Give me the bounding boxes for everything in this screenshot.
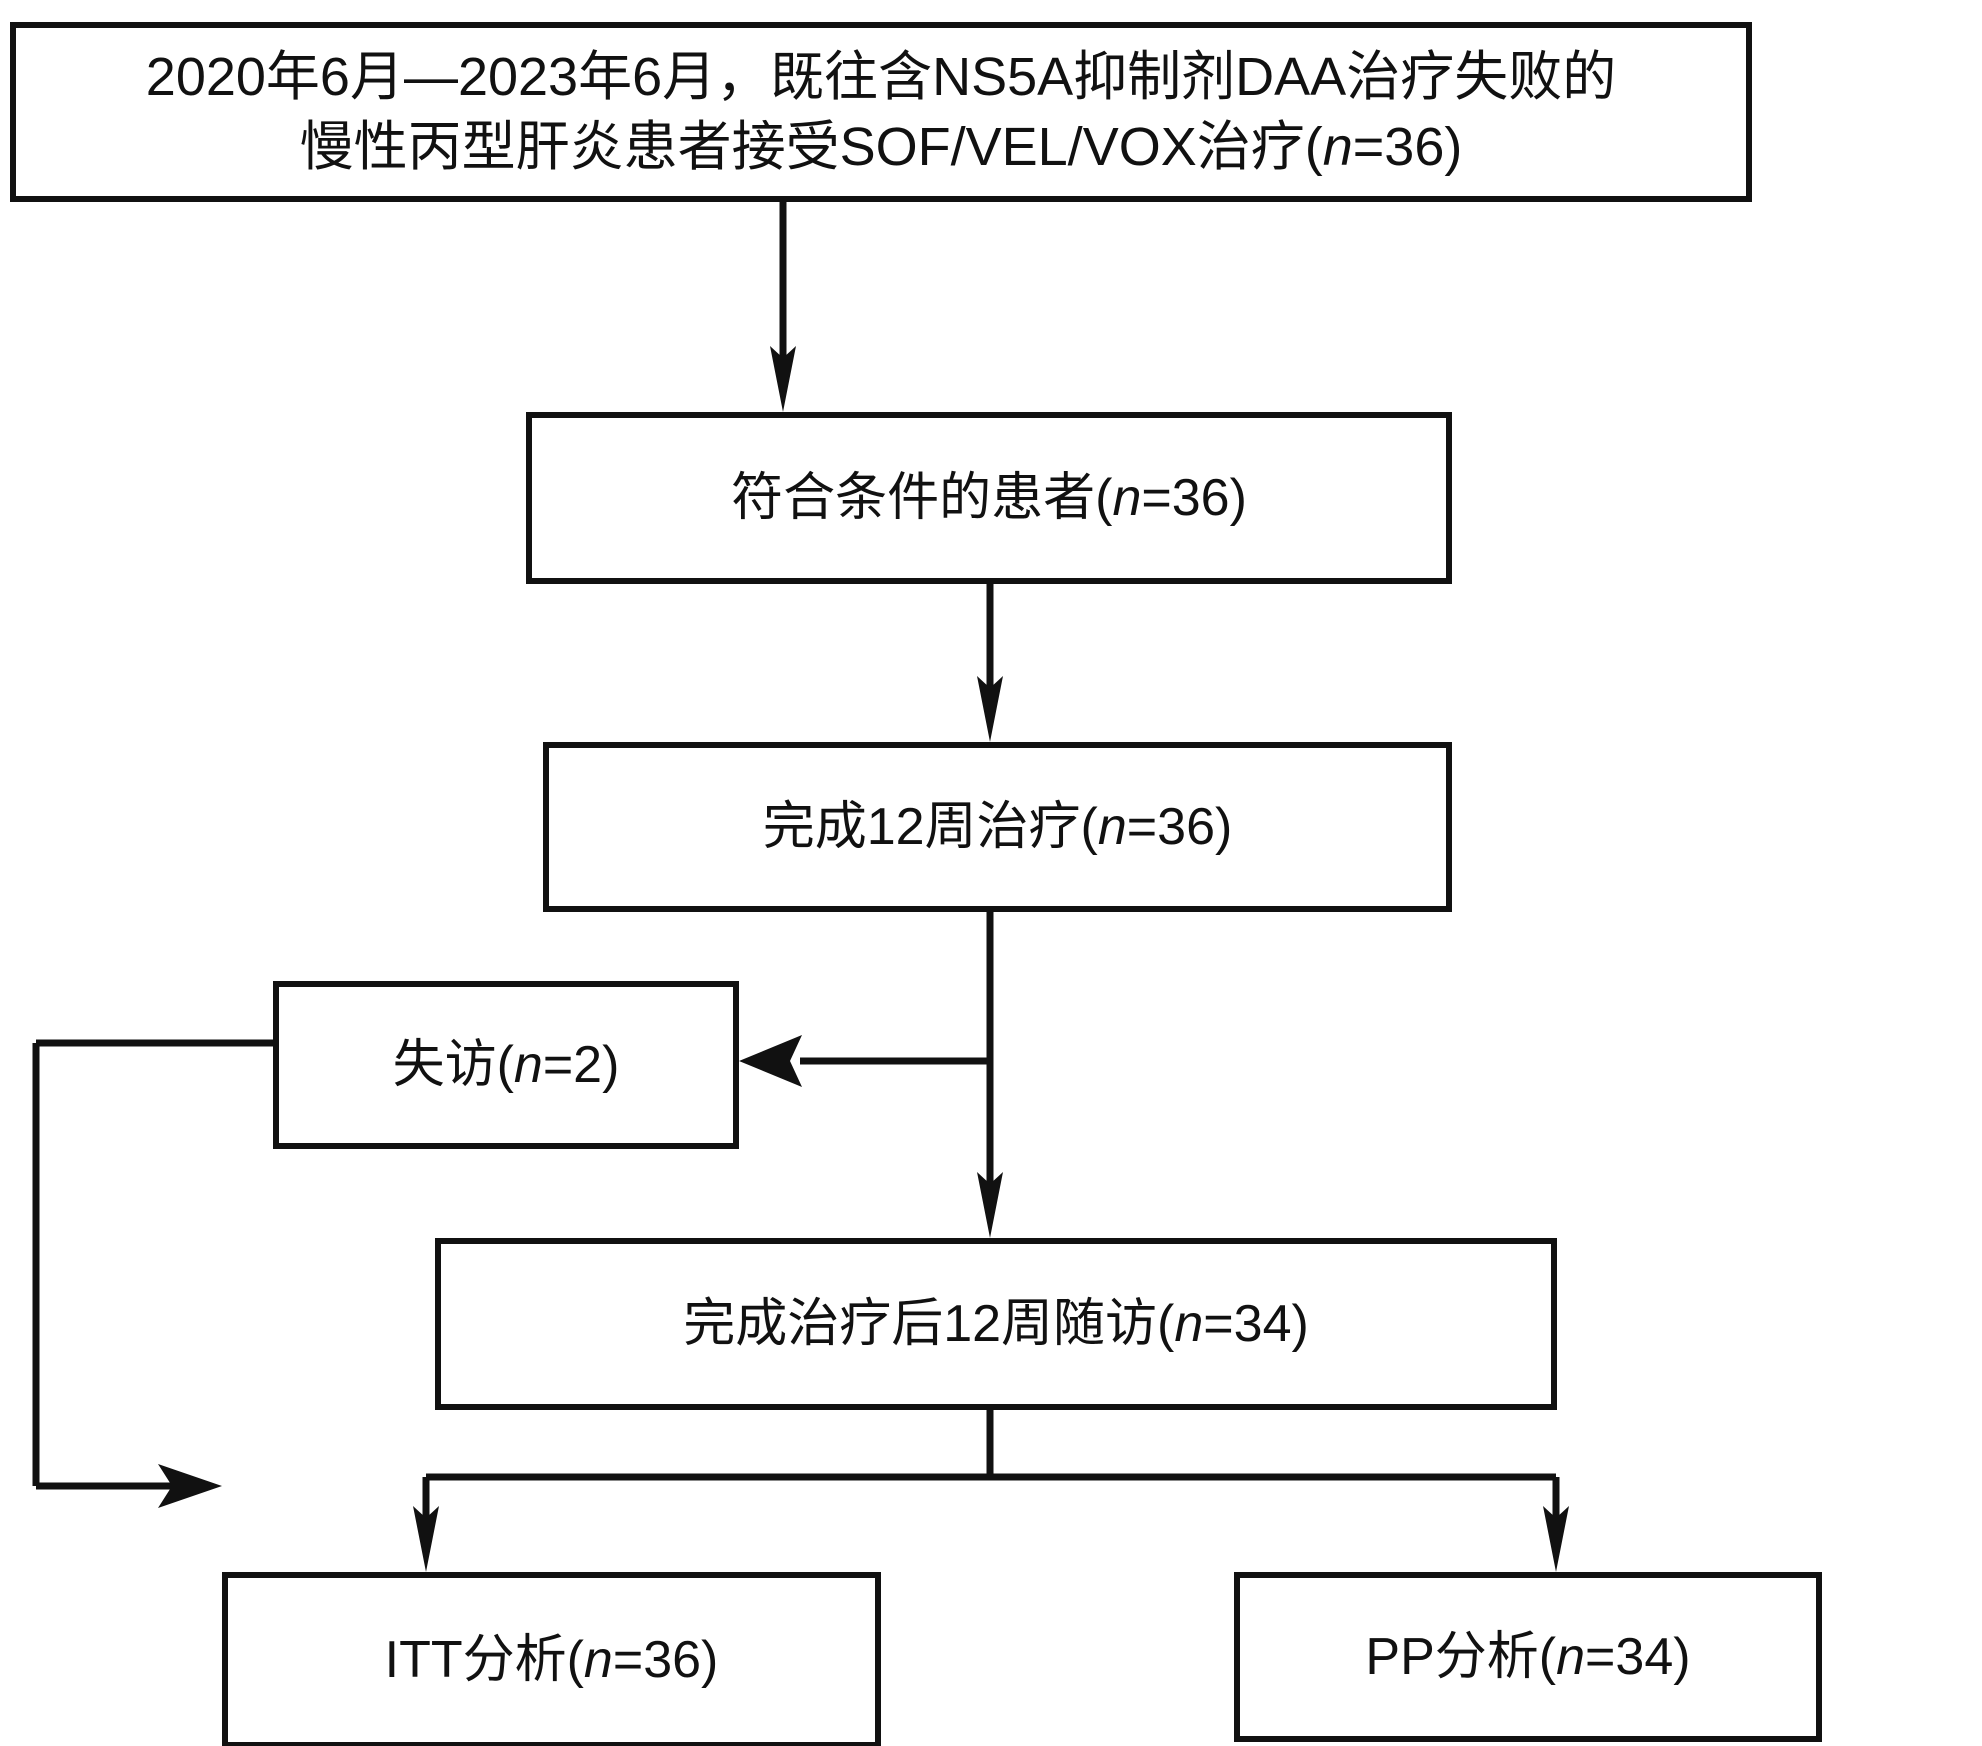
lost-to-followup-label: 失访(n=2) <box>392 1035 620 1094</box>
eligible-patients-label: 符合条件的患者(n=36) <box>731 468 1247 527</box>
followup-n-symbol: n <box>1174 1294 1204 1353</box>
edge-lost-loop-to-itt <box>32 1039 273 1508</box>
completed-n-symbol: n <box>1097 797 1127 856</box>
pp-n-symbol: n <box>1556 1627 1586 1686</box>
lost-n-symbol: n <box>513 1035 543 1094</box>
edge-enrollment-to-eligible <box>770 200 796 412</box>
followup-12-weeks-label: 完成治疗后12周随访(n=34) <box>683 1294 1309 1353</box>
enrollment-n-symbol: n <box>1322 117 1353 177</box>
followup-12-weeks-box: 完成治疗后12周随访(n=34) <box>435 1238 1557 1410</box>
pp-analysis-label: PP分析(n=34) <box>1365 1627 1691 1686</box>
itt-n-symbol: n <box>583 1630 613 1689</box>
eligible-patients-box: 符合条件的患者(n=36) <box>526 412 1452 584</box>
enrollment-box: 2020年6月—2023年6月，既往含NS5A抑制剂DAA治疗失败的慢性丙型肝炎… <box>10 22 1752 202</box>
completed-treatment-label: 完成12周治疗(n=36) <box>762 797 1233 856</box>
edge-followup-split <box>413 1410 1569 1572</box>
edge-eligible-to-completed <box>977 584 1003 742</box>
pp-analysis-box: PP分析(n=34) <box>1234 1572 1822 1742</box>
completed-treatment-box: 完成12周治疗(n=36) <box>543 742 1452 912</box>
enrollment-box-label: 2020年6月—2023年6月，既往含NS5A抑制剂DAA治疗失败的慢性丙型肝炎… <box>145 46 1617 177</box>
itt-analysis-box: ITT分析(n=36) <box>222 1572 881 1746</box>
itt-analysis-label: ITT分析(n=36) <box>384 1630 719 1689</box>
edge-completed-spine <box>977 910 1003 1238</box>
edge-completed-to-lost <box>739 1035 990 1087</box>
eligible-n-symbol: n <box>1112 468 1142 527</box>
lost-to-followup-box: 失访(n=2) <box>273 981 739 1149</box>
